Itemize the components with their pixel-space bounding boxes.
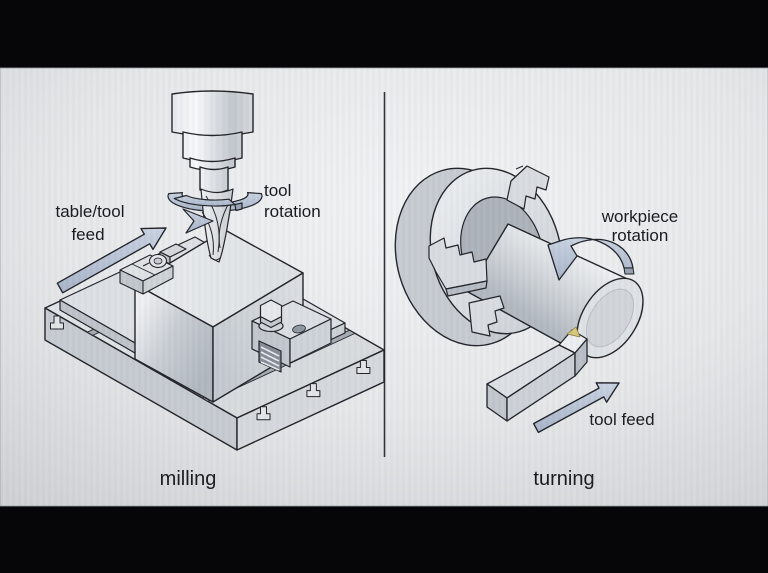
milling-caption: milling: [160, 468, 217, 490]
end-mill: [200, 188, 234, 263]
milling-diagram: table/tool feed tool rotation milling: [44, 90, 385, 490]
table-feed-label-line2: feed: [71, 225, 104, 244]
workpiece-rotation-arrow: [547, 237, 635, 281]
chuck-jaw-bottom: [468, 295, 505, 337]
chuck-jaw-left: [428, 237, 488, 290]
tool-feed-arrow: [532, 382, 620, 434]
rotation-arrowhead: [182, 208, 214, 234]
ribbon-end-facet: [623, 267, 635, 275]
tool-feed-label: tool feed: [589, 410, 654, 429]
tool-rotation-label-line1: tool: [264, 181, 291, 200]
tool-rotation-label-line2: rotation: [264, 202, 321, 221]
hex-bolt-head: [259, 299, 283, 323]
workpiece-rotation-label-line2: rotation: [612, 226, 669, 245]
turning-diagram: workpiece rotation tool feed turning: [394, 165, 679, 490]
table-feed-arrow: [56, 227, 167, 294]
tool-shank: [199, 166, 229, 194]
chuck-jaw-top: [506, 165, 550, 210]
left-clamp: [119, 253, 174, 295]
chuck-jaws-front: [428, 237, 505, 337]
table-feed-label-line1: table/tool: [56, 202, 125, 221]
right-clamp: [251, 299, 332, 373]
workpiece-rotation-label-line1: workpiece: [601, 207, 679, 226]
t-slot-notches: [50, 315, 371, 421]
clamp-spring: [260, 346, 280, 371]
ring-end-facet: [234, 202, 243, 212]
cutting-tool: [486, 326, 588, 422]
spindle: [171, 90, 254, 194]
turning-caption: turning: [533, 468, 594, 490]
tool-rotation-arrow: [173, 194, 243, 234]
clamp-slot-hole: [292, 324, 306, 334]
cutting-point-highlight: [566, 326, 581, 338]
